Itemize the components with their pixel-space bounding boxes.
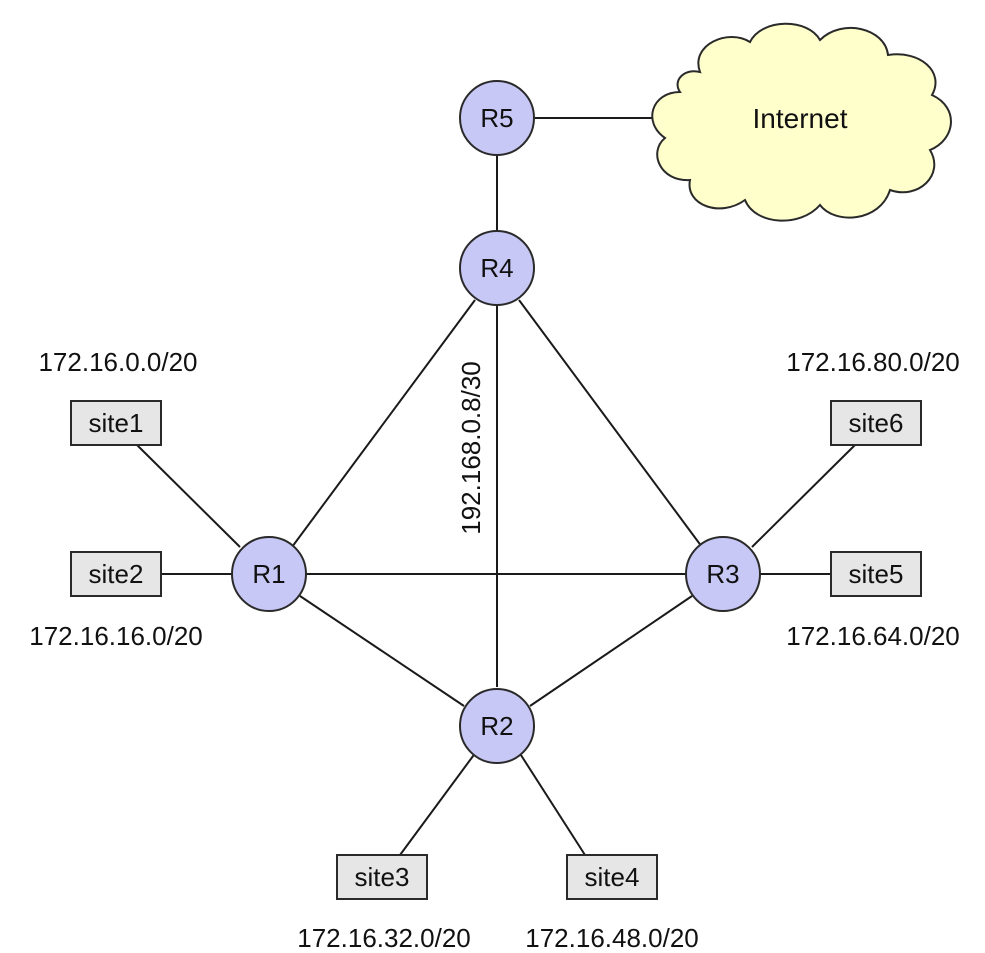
site-box-site2: site2 [70, 551, 162, 597]
site4-box [566, 854, 658, 900]
router-r2: R2 [459, 688, 535, 764]
subnet-site5: 172.16.64.0/20 [786, 621, 960, 651]
router-r5-label: R5 [480, 103, 513, 133]
internet-cloud: Internet [651, 22, 952, 222]
link-r4-r3 [518, 299, 703, 548]
router-r2-node [459, 688, 535, 764]
router-r4-label: R4 [480, 253, 513, 283]
cloud-label: Internet [753, 103, 848, 134]
router-r1: R1 [231, 536, 307, 612]
router-r5: R5 [459, 80, 535, 156]
site-box-site5: site5 [830, 551, 922, 597]
router-r3-label: R3 [706, 559, 739, 589]
site-box-site4: site4 [566, 854, 658, 900]
router-r3-node [685, 536, 761, 612]
site5-label: site5 [849, 559, 904, 589]
subnet-site1: 172.16.0.0/20 [38, 347, 197, 377]
site1-label: site1 [89, 408, 144, 438]
subnet-core: 192.168.0.8/30 [456, 361, 486, 535]
site6-label: site6 [849, 408, 904, 438]
site-box-site3: site3 [336, 854, 428, 900]
subnet-site3: 172.16.32.0/20 [297, 923, 471, 953]
subnet-site6: 172.16.80.0/20 [786, 347, 960, 377]
link-site6-r3 [751, 444, 856, 548]
link-r3-r2 [529, 595, 693, 707]
site-box-site6: site6 [830, 400, 922, 446]
site5-box [830, 551, 922, 597]
link-r4-r1 [291, 299, 476, 548]
router-r2-label: R2 [480, 711, 513, 741]
router-r5-node [459, 80, 535, 156]
router-r3: R3 [685, 536, 761, 612]
subnet-site4: 172.16.48.0/20 [525, 923, 699, 953]
router-r4-node [459, 230, 535, 306]
link-site4-r2 [518, 751, 586, 856]
site1-box [70, 400, 162, 446]
link-r1-r2 [299, 595, 465, 707]
site-box-site1: site1 [70, 400, 162, 446]
router-r1-node [231, 536, 307, 612]
site2-box [70, 551, 162, 597]
site3-label: site3 [355, 862, 410, 892]
links [136, 117, 856, 856]
site6-box [830, 400, 922, 446]
cloud-icon [651, 22, 952, 222]
site2-label: site2 [89, 559, 144, 589]
router-r1-label: R1 [252, 559, 285, 589]
site4-label: site4 [585, 862, 640, 892]
link-site1-r1 [136, 444, 241, 548]
link-site3-r2 [399, 751, 477, 856]
site3-box [336, 854, 428, 900]
router-r4: R4 [459, 230, 535, 306]
subnet-site2: 172.16.16.0/20 [29, 621, 203, 651]
